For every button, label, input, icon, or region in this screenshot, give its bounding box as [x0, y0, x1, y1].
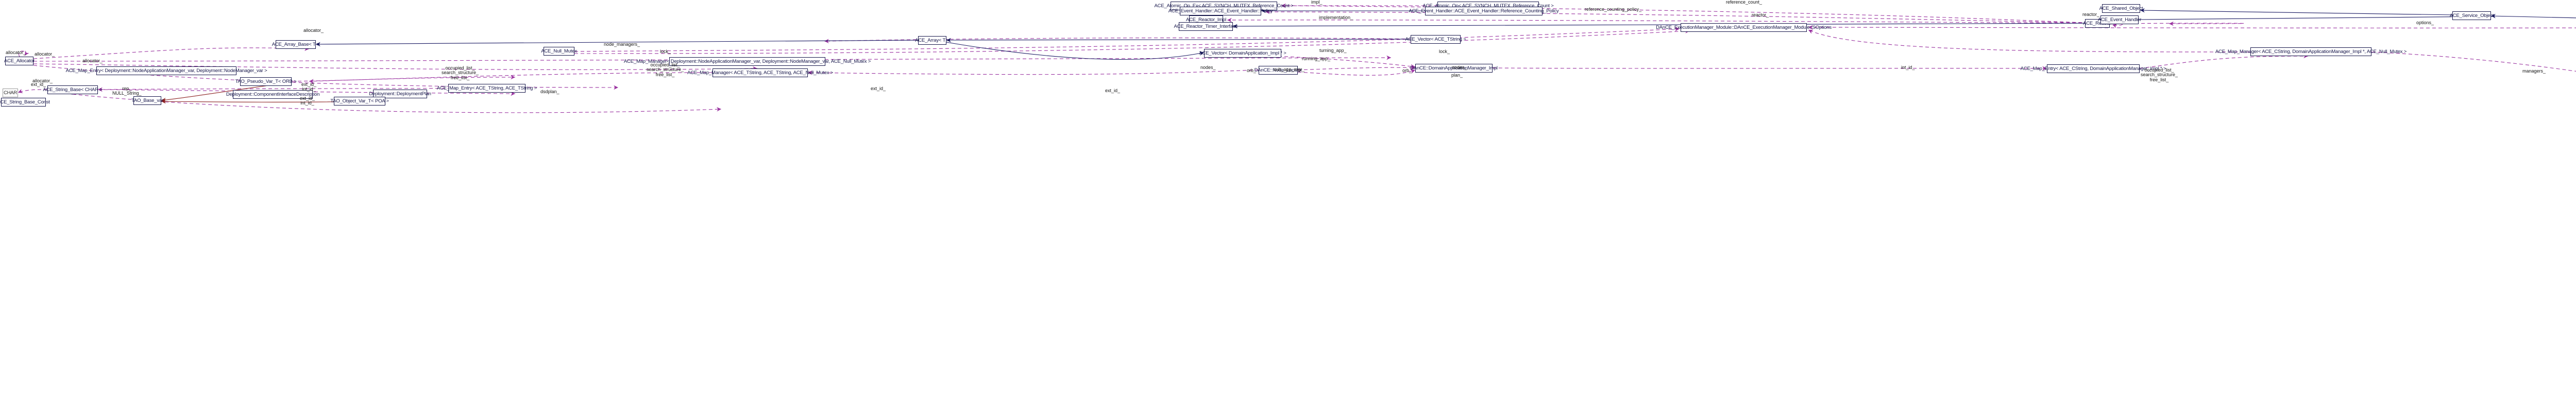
- class-node[interactable]: ACE_Shared_Object: [2099, 4, 2143, 13]
- class-node[interactable]: Deployment::ComponentInterfaceDescriptio…: [226, 90, 319, 99]
- class-node[interactable]: ACE_Reactor_Timer_Interface: [1174, 22, 1238, 31]
- class-node[interactable]: ACE_Event_Handler::ACE_Event_Handler::Po…: [1168, 7, 1273, 15]
- edge-label: lock_: [660, 49, 671, 54]
- edge-label: occupied_list_ search_structure_ free_li…: [2141, 67, 2178, 82]
- class-node[interactable]: DAnCE::Node_Locator: [1255, 66, 1302, 75]
- edge-label: int_id_: [1901, 65, 1915, 70]
- class-node[interactable]: ACE_Map_Manager< ACE_TString, ACE_TStrin…: [687, 68, 833, 77]
- edge-label: occupied_list_ search_structure_ free_li…: [442, 65, 479, 80]
- edge-label: orb_: [1247, 68, 1257, 73]
- edge-label: reactor_: [2082, 12, 2100, 17]
- class-node[interactable]: TAO_Object_Var_T< POA >: [330, 97, 389, 106]
- class-node[interactable]: ACE_Vector< ACE_TString >: [1405, 35, 1466, 44]
- class-node[interactable]: ACE_String_Base< CHAR >: [43, 85, 103, 94]
- class-node[interactable]: DAnCE::DomainApplicationManager_Impl: [1410, 64, 1498, 73]
- edge-label: allocator_: [82, 58, 103, 63]
- edge-label: ext_id_: [871, 86, 886, 91]
- class-node[interactable]: ACE_Null_Mutex: [541, 47, 577, 56]
- edge-label: allocator_: [32, 78, 53, 83]
- class-node[interactable]: ACE_Event_Handler: [2098, 15, 2141, 24]
- class-node[interactable]: ACE_Event_Handler::ACE_Event_Handler::Re…: [1409, 7, 1559, 15]
- edge-label: occupied_list_ search_structure_ free_li…: [647, 62, 684, 77]
- edge-label: ext_id_: [1105, 88, 1121, 93]
- edge-label: ext_id_ int_id_: [300, 96, 315, 106]
- edge-label: managers_: [2522, 68, 2546, 74]
- class-node[interactable]: ACE_Map_Entry< ACE_CString, DomainApplic…: [2021, 64, 2166, 73]
- edge-label: reference_counting_policy_: [1585, 7, 1642, 12]
- class-node[interactable]: TAO_Pseudo_Var_T< ORB >: [235, 77, 297, 86]
- edge-label: lock_: [1439, 49, 1450, 54]
- edge-label: options_: [2416, 20, 2434, 25]
- class-node[interactable]: ACE_Map_Entry< ACE_TString, ACE_TString …: [437, 84, 537, 93]
- edge-label: node_managers_: [604, 42, 640, 47]
- edge-label: running_app_: [1302, 56, 1331, 61]
- class-node[interactable]: ACE_Array_Base< T >: [272, 40, 319, 49]
- class-node[interactable]: ACE_Map_Entry< Deployment::NodeApplicati…: [66, 66, 267, 75]
- class-node[interactable]: TAO_Base_var: [131, 96, 163, 105]
- edge-label: nodes_: [1452, 65, 1467, 70]
- class-node[interactable]: ACE_String_Base_Const: [0, 98, 50, 107]
- class-node[interactable]: CHAR: [3, 89, 18, 97]
- edge-label: implementation_: [1319, 15, 1353, 20]
- class-node[interactable]: ACE_Service_Object: [2450, 11, 2494, 20]
- edge-label: plan_: [1451, 73, 1463, 78]
- edge-label: allocator_: [6, 50, 26, 55]
- class-node[interactable]: ACE_Map_Manager< Deployment::NodeApplica…: [624, 57, 871, 66]
- edge-label: nodes_: [1200, 65, 1216, 70]
- edge-label: reactor_: [1752, 12, 1769, 17]
- class-node[interactable]: ACE_Allocator: [4, 57, 35, 65]
- edge-label: orb_: [1402, 68, 1412, 73]
- edge-label: reference_count_: [1726, 0, 1762, 5]
- edge-label: sub_app_mgr_: [1274, 67, 1305, 72]
- edge-label: impl_: [1311, 0, 1323, 5]
- class-node[interactable]: ACE_Vector< DomainApplication_Impl * >: [1199, 49, 1286, 58]
- edge-label: dsdplan_: [540, 89, 560, 94]
- edge-label: allocator_: [303, 28, 324, 33]
- edge-label: ext_id_: [31, 82, 46, 87]
- class-node[interactable]: ACE_Map_Manager< ACE_CString, DomainAppl…: [2215, 47, 2406, 56]
- edge-label: turning_app_: [1319, 48, 1347, 53]
- class-node[interactable]: ACE_Array< T >: [915, 36, 950, 45]
- class-node[interactable]: Deployment::DeploymentPlan: [369, 90, 431, 98]
- class-node[interactable]: DAnCE_ExecutionManager_Module::DAnCE_Exe…: [1656, 23, 1832, 32]
- edge-label: rep_ NULL_String_: [112, 86, 142, 96]
- edge-label: allocator_: [35, 51, 55, 57]
- edge-label: ext_id_ int_id_: [301, 82, 317, 92]
